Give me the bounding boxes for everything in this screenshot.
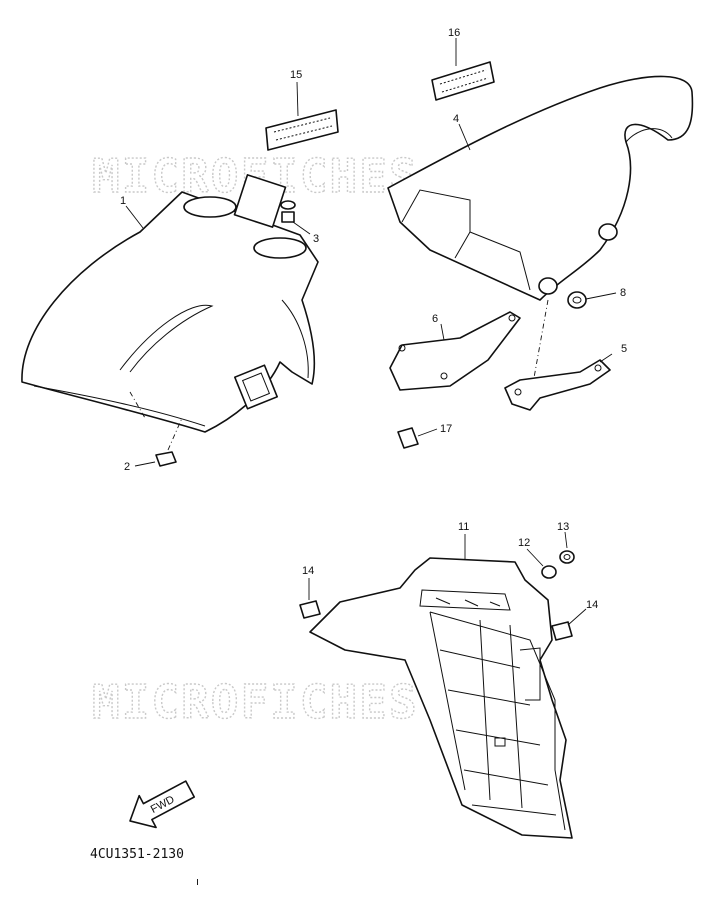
washer-part-13 bbox=[559, 550, 575, 564]
callout-5: 5 bbox=[621, 343, 627, 355]
fwd-arrow-icon: FWD bbox=[129, 780, 196, 829]
callout-17: 17 bbox=[440, 423, 452, 435]
bolt-part-2 bbox=[129, 391, 183, 467]
rear-cowl-part-4 bbox=[387, 75, 694, 401]
callout-15: 15 bbox=[290, 69, 302, 81]
collar-part-3 bbox=[280, 200, 296, 223]
callout-14-left: 14 bbox=[302, 565, 314, 577]
callout-12: 12 bbox=[518, 537, 530, 549]
leader-lines bbox=[125, 38, 617, 626]
clip-part-14-left bbox=[299, 600, 321, 619]
callout-14-right: 14 bbox=[586, 599, 598, 611]
callout-16: 16 bbox=[448, 27, 460, 39]
clip-part-14-right bbox=[551, 621, 573, 641]
nut-part-12 bbox=[541, 565, 557, 579]
callout-11: 11 bbox=[458, 521, 469, 533]
callout-2: 2 bbox=[124, 461, 130, 473]
bracket-part-6 bbox=[389, 311, 521, 391]
callout-8: 8 bbox=[620, 287, 626, 299]
front-fender-part-1 bbox=[21, 174, 319, 433]
inner-fender-part-11 bbox=[309, 557, 573, 839]
grommet-part-8 bbox=[567, 291, 587, 309]
callout-3: 3 bbox=[313, 233, 319, 245]
diagram-code: 4CU1351-2130 bbox=[90, 847, 184, 862]
callout-numbers: 1 2 3 4 5 6 8 11 12 13 14 14 15 16 17 bbox=[120, 27, 627, 611]
callout-4: 4 bbox=[453, 113, 459, 125]
decal-part-16 bbox=[431, 61, 495, 101]
callout-1: 1 bbox=[120, 195, 126, 207]
callout-13: 13 bbox=[557, 521, 569, 533]
callout-6: 6 bbox=[432, 313, 438, 325]
stay-part-5 bbox=[504, 359, 611, 411]
bolt-part-17 bbox=[397, 427, 419, 449]
decal-part-15 bbox=[265, 109, 339, 151]
stray-mark: ı bbox=[196, 876, 199, 888]
